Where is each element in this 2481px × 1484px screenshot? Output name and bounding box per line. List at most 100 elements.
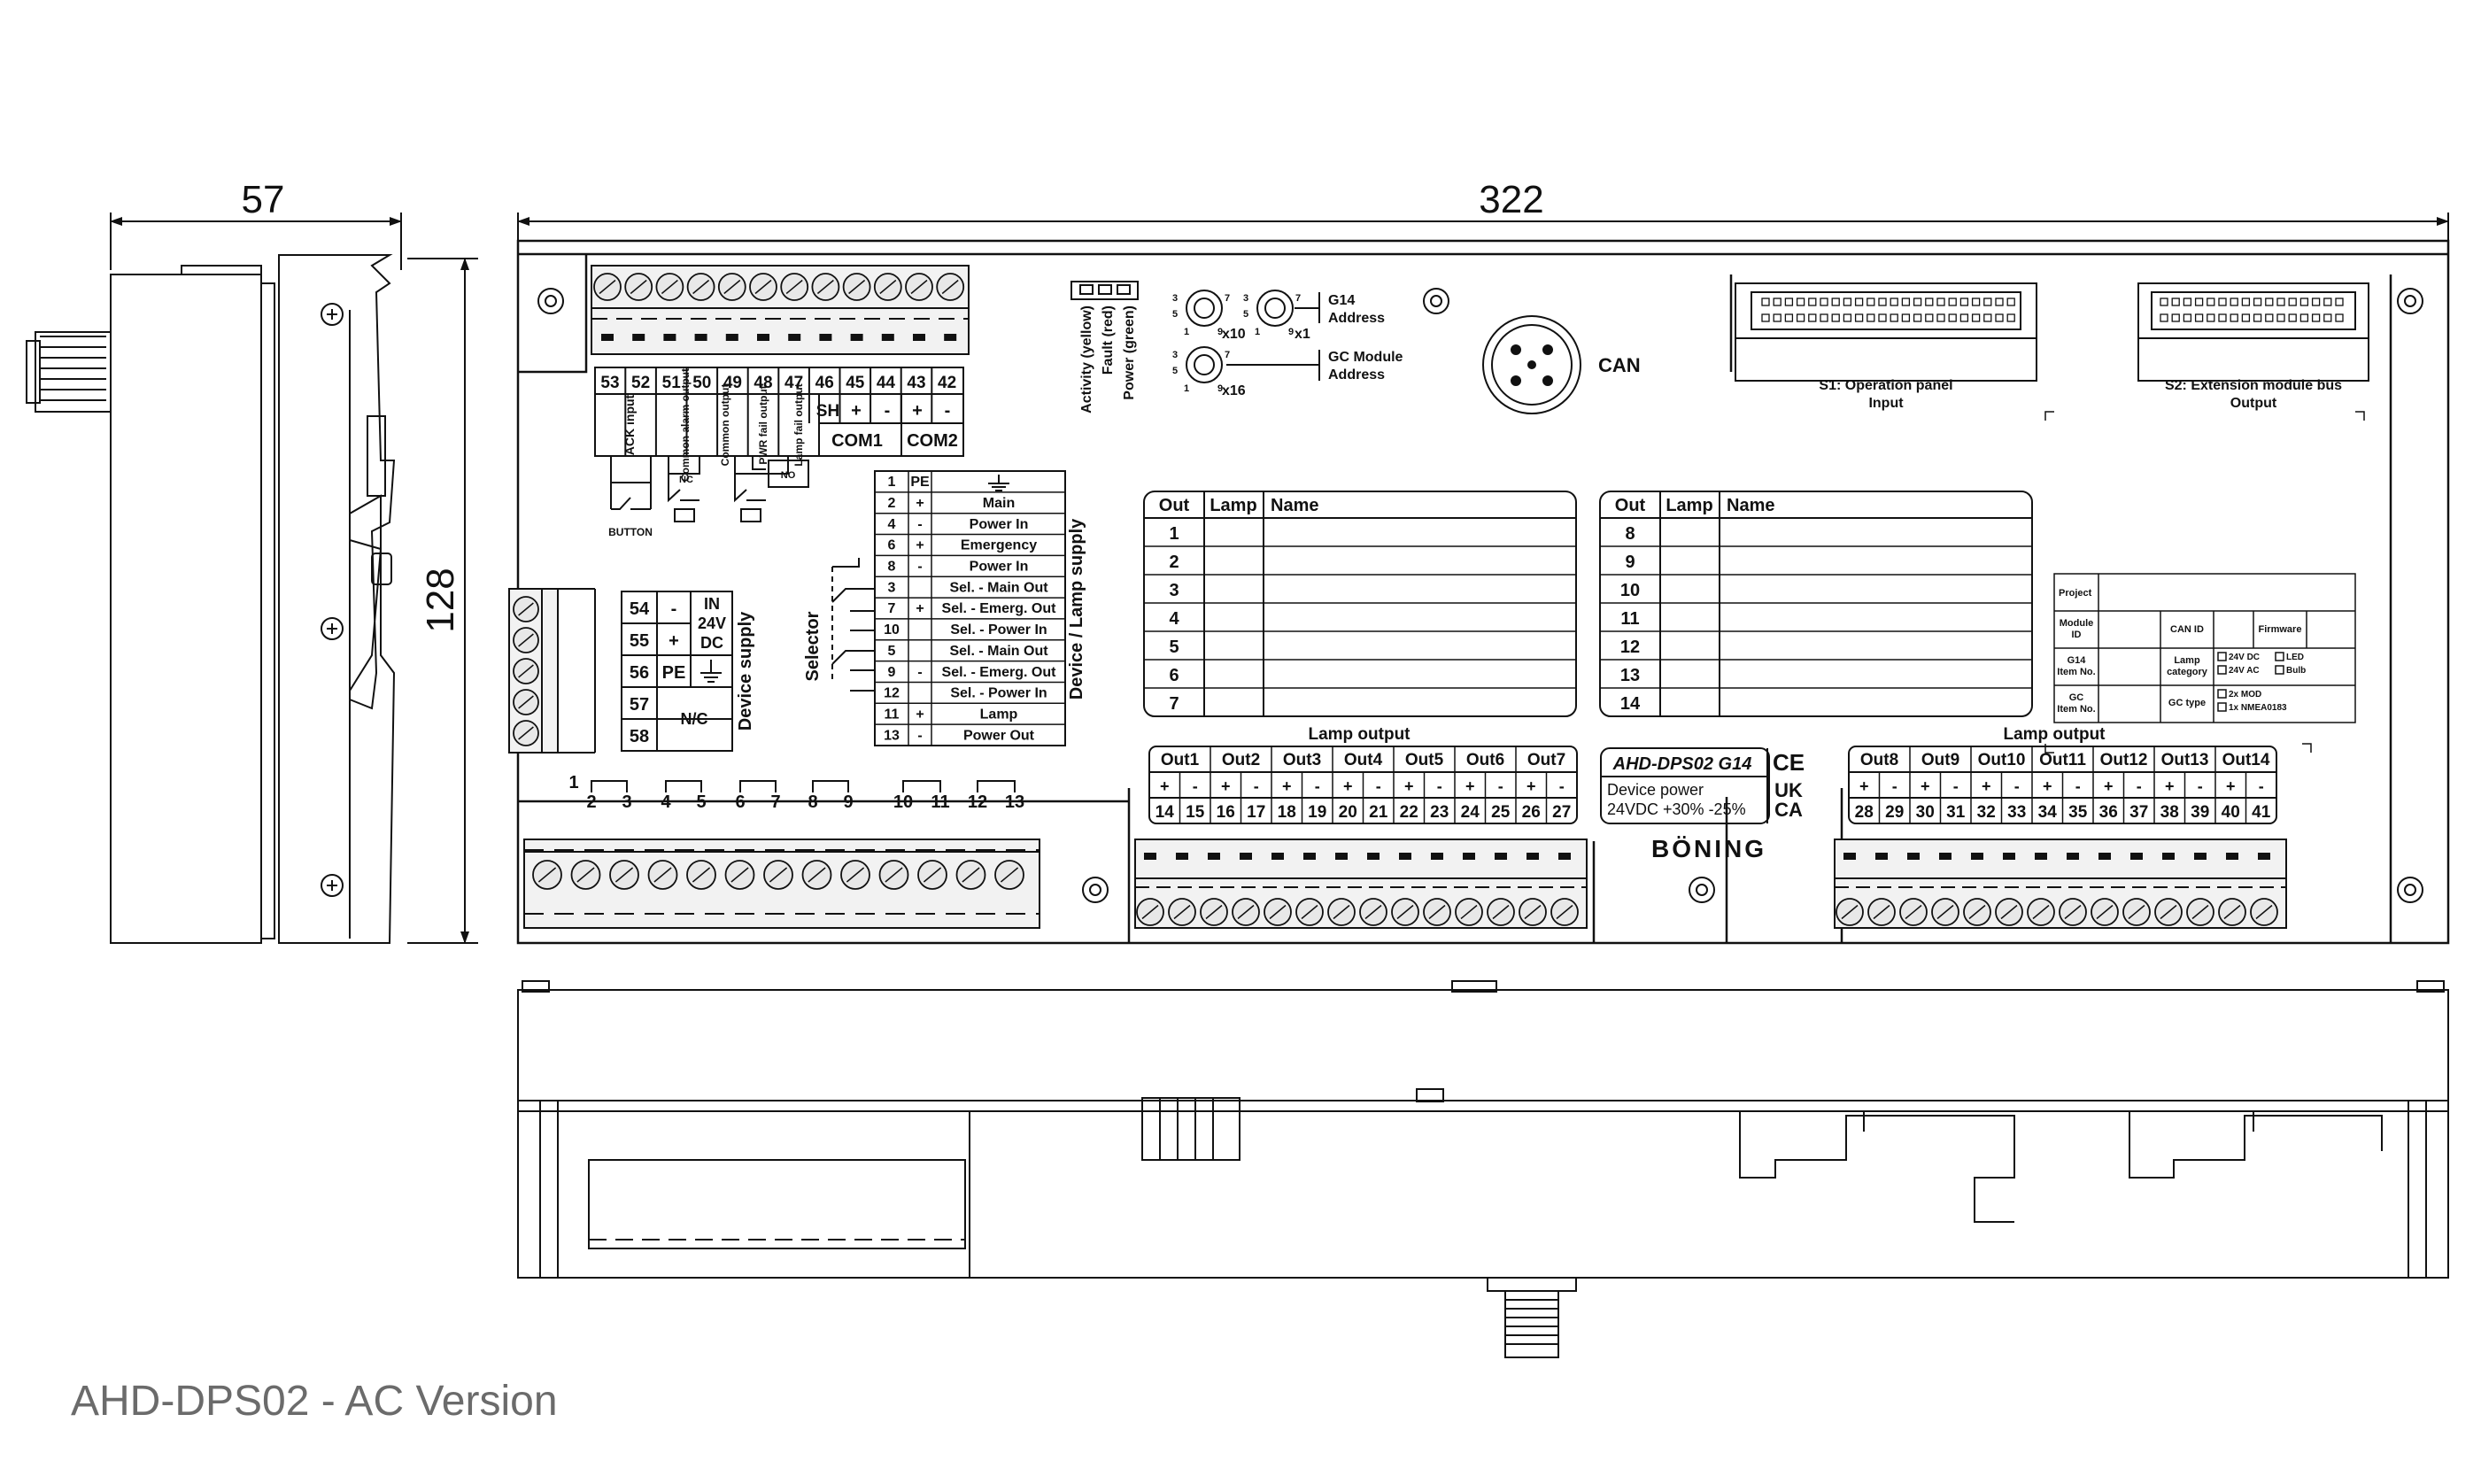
- output-label: Out9: [1921, 751, 1959, 769]
- led-fault-label: Fault (red): [1101, 305, 1116, 375]
- terminal-number: 2: [586, 792, 596, 812]
- pin-number: 38: [2160, 803, 2179, 822]
- pin-icon: [2265, 298, 2274, 306]
- dimension-width-side: [110, 213, 402, 270]
- pin-number: 26: [1522, 803, 1541, 822]
- output-label: Out3: [1283, 751, 1321, 769]
- terminal-number: 55: [630, 631, 649, 651]
- pin-icon: [2194, 313, 2204, 322]
- dimension-height: [407, 258, 478, 944]
- terminal-number: 7: [888, 601, 896, 616]
- pin-number: 40: [2222, 803, 2240, 822]
- pin-icon: [2171, 313, 2180, 322]
- pin-icon: [1983, 313, 1992, 322]
- com1-minus: -: [885, 401, 891, 421]
- output-label: Out12: [2100, 751, 2148, 769]
- can-connector: [1482, 315, 1581, 414]
- pin-icon: [2241, 313, 2251, 322]
- pin-icon: [1971, 298, 1981, 306]
- polarity-sign: -: [2198, 777, 2203, 795]
- com1-plus: +: [851, 401, 862, 421]
- terminal-screw-icon: [780, 273, 809, 301]
- pin-icon: [2299, 298, 2309, 306]
- pin-number: 31: [1946, 803, 1966, 822]
- terminal-screw-icon: [749, 273, 777, 301]
- pin-icon: [1995, 298, 2004, 306]
- pin-icon: [1959, 313, 1969, 322]
- info-module-id-2: ID: [2072, 630, 2082, 640]
- polarity-sign: +: [1160, 777, 1170, 795]
- terminal-number: 10: [884, 622, 900, 638]
- polarity-sign: +: [1859, 777, 1869, 795]
- table-frame: [1599, 491, 2033, 717]
- terminal-screw-icon: [1136, 898, 1164, 926]
- com2-label: COM2: [907, 431, 958, 451]
- pin-icon: [1796, 298, 1805, 306]
- mounting-holes: [537, 288, 2423, 903]
- terminal-screw-icon: [1327, 898, 1356, 926]
- terminal-screw-icon: [686, 860, 716, 890]
- terminal-number: 1: [568, 773, 578, 792]
- sh-label: SH: [816, 402, 839, 421]
- terminal-sign: -: [917, 665, 922, 680]
- dial-digit: 9: [1217, 383, 1223, 394]
- pin-number: 29: [1885, 803, 1904, 822]
- x10-label: x10: [1222, 327, 1246, 342]
- dimension-322-label: 322: [1479, 178, 1543, 221]
- terminal-screw-icon: [609, 860, 639, 890]
- pin-icon: [1878, 313, 1887, 322]
- pin-icon: [1843, 298, 1852, 306]
- pin-number: 15: [1186, 803, 1205, 822]
- pin-icon: [2276, 298, 2285, 306]
- ribbon-connectors: [1735, 282, 2369, 382]
- pin-icon: [2299, 313, 2309, 322]
- terminal-number: 4: [888, 517, 896, 532]
- pin-icon: [2171, 298, 2180, 306]
- table-row-number: 3: [1169, 581, 1179, 600]
- terminal-description: Power In: [970, 560, 1029, 575]
- pin-icon: [1901, 298, 1911, 306]
- terminal-screw-icon: [593, 273, 622, 301]
- pin-icon: [2288, 313, 2297, 322]
- terminal-screw-icon: [1200, 898, 1228, 926]
- rotary-switches: [1186, 290, 1320, 383]
- terminal-screw-icon: [1899, 898, 1928, 926]
- terminal-screw-icon: [686, 273, 715, 301]
- terminal-screw-icon: [936, 273, 965, 301]
- pin-icon: [2335, 298, 2344, 306]
- x1-label: x1: [1295, 327, 1310, 342]
- terminal-number: 3: [888, 580, 896, 595]
- pin-icon: [1773, 298, 1782, 306]
- terminal-screw-icon: [2091, 898, 2119, 926]
- voltage-label: 24VDC +30% -25%: [1607, 800, 1746, 818]
- product-label-box: [1600, 747, 1770, 824]
- polarity-sign: -: [2075, 777, 2081, 795]
- polarity-sign: +: [2104, 777, 2114, 795]
- terminal-screw-icon: [1295, 898, 1324, 926]
- terminal-sign: -: [671, 599, 677, 619]
- g14-address-label-2: Address: [1328, 311, 1385, 326]
- terminal-screw-icon: [647, 860, 678, 890]
- info-gc-item: GC: [2069, 692, 2084, 703]
- bottom-view: [517, 980, 2449, 1358]
- lamp-output-label-1: Lamp output: [1308, 725, 1411, 744]
- output-label: Out2: [1222, 751, 1260, 769]
- dial-digit: 1: [1184, 327, 1189, 337]
- pin-icon: [1948, 298, 1957, 306]
- s1-label: S1: Operation panel: [1819, 378, 1952, 393]
- table-row-number: 10: [1620, 581, 1640, 600]
- lamp-supply-title: Device / Lamp supply: [1067, 518, 1086, 699]
- pin-number: 27: [1552, 803, 1571, 822]
- terminal-screw-icon: [801, 860, 832, 890]
- terminal-number: 58: [630, 727, 649, 746]
- pin-number: 14: [1155, 803, 1175, 822]
- pin-icon: [2230, 313, 2238, 322]
- pin-icon: [1925, 298, 1934, 306]
- terminal-screw-icon: [1359, 898, 1387, 926]
- s2-label: S2: Extension module bus: [2165, 378, 2342, 393]
- terminal-screw-icon: [1995, 898, 2023, 926]
- pin-number: 37: [2129, 803, 2148, 822]
- pin-icon: [1784, 298, 1794, 306]
- terminal-number: 1: [888, 475, 896, 490]
